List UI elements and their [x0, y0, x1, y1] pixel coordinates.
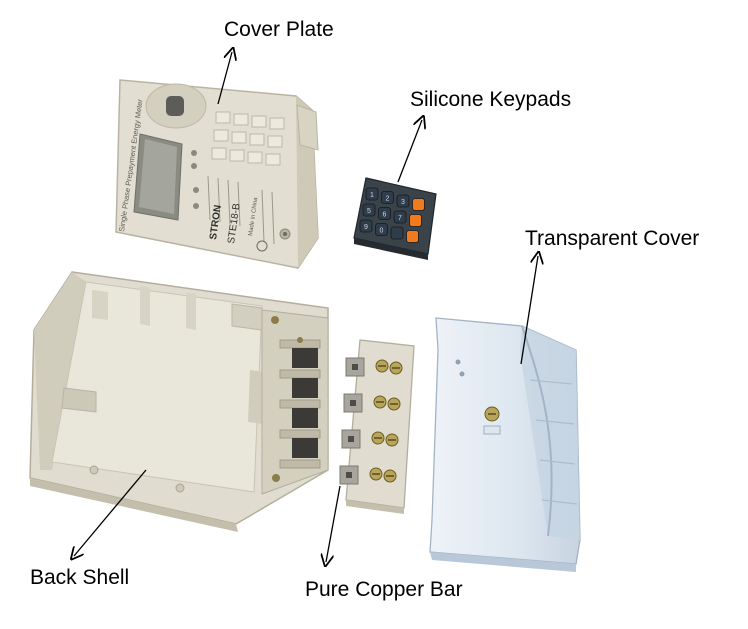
arrow-cover-plate	[217, 52, 232, 105]
keypad-key-label: 6	[383, 212, 387, 219]
cover-plate: Single Phase Prepayment Energy Meter STR…	[115, 79, 319, 269]
keypad-key	[409, 214, 422, 227]
keypad-key	[378, 207, 391, 220]
label-pure-copper-bar: Pure Copper Bar	[305, 578, 463, 601]
label-transparent-cover: Transparent Cover	[525, 227, 700, 250]
transparent-cover	[429, 317, 581, 572]
keypad-key	[406, 230, 419, 243]
arrow-back-shell	[74, 469, 147, 556]
keypad-key-label: 3	[401, 199, 405, 206]
keypad-key-label: 2	[386, 196, 390, 203]
keypad-key	[359, 219, 373, 233]
keypad-key-label: 7	[398, 215, 402, 222]
keypad-key-label: 0	[380, 228, 384, 235]
arrow-transparent-cover	[520, 256, 538, 365]
logo-mark-icon	[256, 240, 268, 252]
keypad-key	[381, 191, 394, 204]
keypad-key	[412, 198, 425, 211]
keypad-key	[362, 203, 376, 217]
silicone-keypad: 1 2 3 5 6 7 9 0	[353, 177, 437, 260]
keypad-key-label: 5	[367, 208, 371, 215]
back-shell	[29, 271, 329, 532]
keypad-key	[396, 194, 410, 208]
meter-made-in: Made in China	[248, 196, 259, 236]
keypad-key	[390, 226, 404, 240]
label-silicone-keypads: Silicone Keypads	[410, 88, 572, 111]
keypad-key-label: 9	[364, 224, 368, 231]
label-cover-plate: Cover Plate	[224, 18, 334, 41]
arrow-pure-copper-bar	[326, 485, 341, 562]
keypad-key	[393, 210, 407, 224]
leader-arrows	[74, 52, 538, 562]
keypad-key-label: 1	[370, 192, 374, 199]
keypad-key-grid: 1 2 3 5 6 7 9 0	[359, 187, 425, 243]
keypad-key	[365, 187, 379, 201]
meter-brand: STRON	[208, 204, 224, 240]
label-back-shell: Back Shell	[30, 566, 130, 589]
copper-bar-terminal	[339, 339, 415, 514]
arrow-silicone-keypads	[397, 120, 422, 183]
keypad-key	[375, 223, 388, 236]
